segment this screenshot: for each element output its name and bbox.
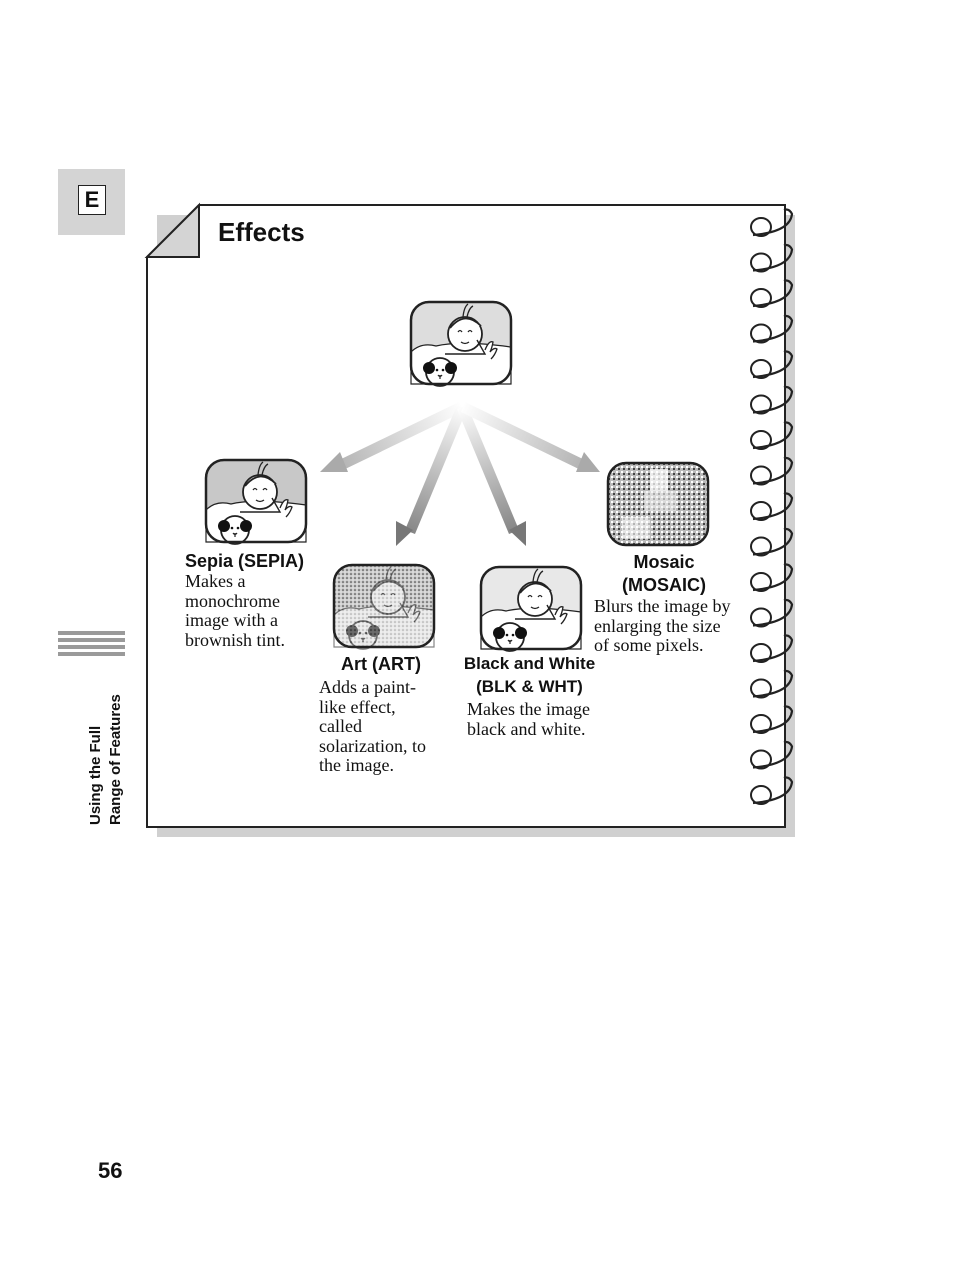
section-marker-bars	[58, 631, 125, 659]
mosaic-description: Blurs the image by enlarging the size of…	[594, 596, 731, 655]
black-and-white-screen	[479, 565, 583, 652]
language-code: E	[78, 185, 106, 215]
mosaic-label: Mosaic (MOSAIC)	[622, 552, 706, 595]
black-and-white-description: Makes the image black and white.	[467, 699, 590, 739]
page-number: 56	[98, 1158, 123, 1183]
language-tab: E	[58, 169, 125, 235]
art-screen	[332, 563, 436, 650]
page-title: Effects	[218, 217, 305, 247]
black-and-white-label: Black and White (BLK & WHT)	[463, 654, 596, 696]
mosaic-screen	[606, 461, 710, 547]
sepia-label: Sepia (SEPIA)	[185, 551, 305, 571]
effect-arrows	[320, 402, 600, 546]
sepia-description: Makes a monochrome image with a brownish…	[185, 571, 286, 650]
art-label: Art (ART)	[341, 654, 421, 674]
spiral-binding	[749, 208, 794, 806]
art-description: Adds a paint-like effect, called solariz…	[319, 677, 426, 775]
original-image-screen	[409, 300, 513, 387]
sepia-screen	[204, 458, 308, 545]
